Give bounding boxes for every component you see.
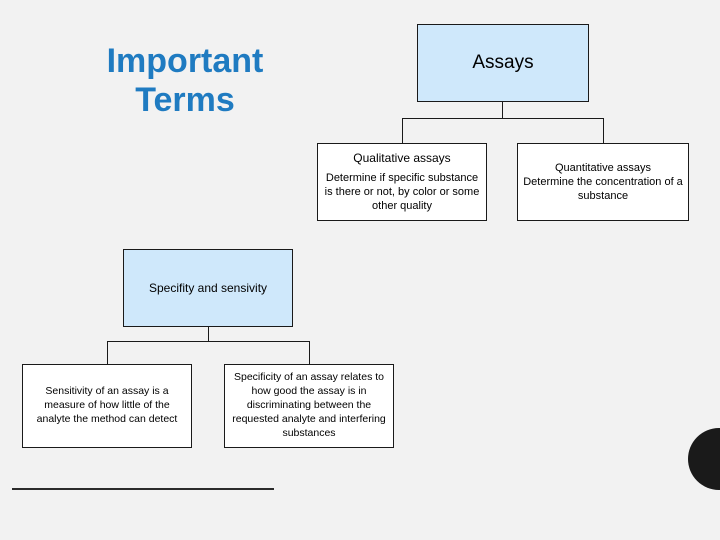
node-sensitivity-body: Sensitivity of an assay is a measure of … bbox=[36, 385, 178, 425]
connector-specifity-stem bbox=[208, 327, 209, 341]
node-specificity[interactable]: Specificity of an assay relates to how g… bbox=[224, 364, 394, 448]
decorative-underline bbox=[12, 488, 274, 490]
connector-sensitivity-drop bbox=[107, 341, 108, 364]
node-quantitative-assays[interactable]: Quantitative assays Determine the concen… bbox=[517, 143, 689, 221]
node-specifity-and-sensivity[interactable]: Specifity and sensivity bbox=[123, 249, 293, 327]
connector-assays-horizontal bbox=[402, 118, 603, 119]
node-specificity-body: Specificity of an assay relates to how g… bbox=[232, 371, 386, 439]
page-title: Important Terms bbox=[40, 42, 330, 120]
node-quantitative-body: Determine the concentration of a substan… bbox=[523, 175, 683, 203]
node-assays[interactable]: Assays bbox=[417, 24, 589, 102]
decorative-corner-circle bbox=[688, 428, 720, 490]
node-qualitative-body: Determine if specific substance is there… bbox=[324, 172, 480, 213]
connector-assays-stem bbox=[502, 102, 503, 118]
connector-specificity-drop bbox=[309, 341, 310, 364]
connector-qualitative-drop bbox=[402, 118, 403, 143]
connector-specifity-horizontal bbox=[107, 341, 309, 342]
page-title-line-2: Terms bbox=[135, 81, 235, 120]
node-qualitative-assays[interactable]: Qualitative assays Determine if specific… bbox=[317, 143, 487, 221]
node-assays-label: Assays bbox=[472, 52, 534, 73]
node-quantitative-heading: Quantitative assays bbox=[555, 161, 651, 174]
node-sensitivity[interactable]: Sensitivity of an assay is a measure of … bbox=[22, 364, 192, 448]
connector-quantitative-drop bbox=[603, 118, 604, 143]
node-qualitative-heading: Qualitative assays bbox=[353, 150, 451, 165]
node-specifity-label: Specifity and sensivity bbox=[148, 281, 268, 295]
page-title-line-1: Important bbox=[106, 42, 264, 80]
